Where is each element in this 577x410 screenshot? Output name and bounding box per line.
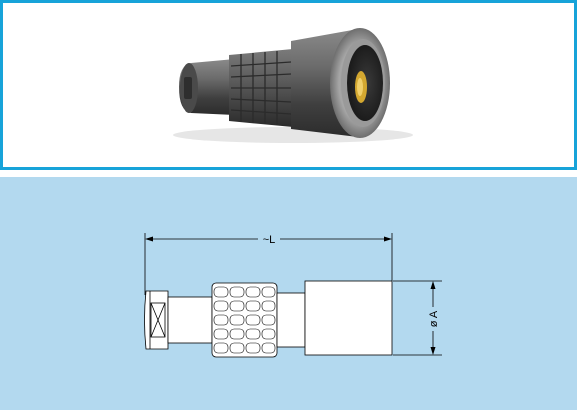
- length-label: ~L: [263, 234, 276, 246]
- diameter-label: ø A: [428, 310, 440, 327]
- product-photo-panel: [0, 0, 577, 170]
- technical-drawing-panel: ~L ø A: [0, 177, 577, 410]
- connector-plug-icon: [173, 28, 413, 143]
- connector-outline-icon: ~L ø A: [144, 233, 442, 358]
- connector-outline: [144, 280, 393, 358]
- knurl-pattern: [213, 286, 276, 354]
- diameter-dimension: [393, 280, 442, 356]
- length-dimension: [144, 233, 393, 295]
